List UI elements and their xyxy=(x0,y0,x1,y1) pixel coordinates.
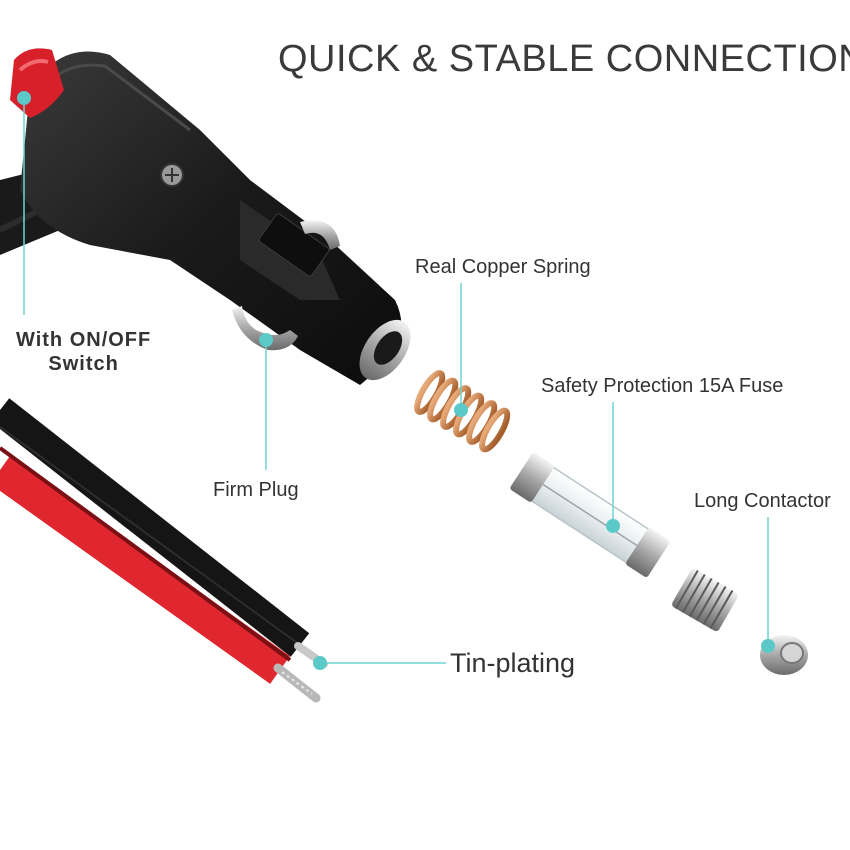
switch-label: With ON/OFF Switch xyxy=(16,328,151,376)
callout-lines xyxy=(23,98,769,664)
switch-label-line2: Switch xyxy=(48,353,119,375)
firm-plug-label: Firm Plug xyxy=(213,479,299,501)
tin-plating-label: Tin-plating xyxy=(450,648,576,678)
threaded-nut xyxy=(672,568,738,632)
lighter-plug xyxy=(20,51,411,386)
callout-dots xyxy=(17,91,775,670)
page-title: QUICK & STABLE CONNECTION xyxy=(278,38,850,80)
long-contactor-label: Long Contactor xyxy=(694,490,831,512)
power-wires xyxy=(0,398,328,703)
fuse-label: Safety Protection 15A Fuse xyxy=(541,375,784,397)
copper-spring-label: Real Copper Spring xyxy=(415,256,591,278)
glass-fuse xyxy=(510,453,670,577)
switch-label-line1: With ON/OFF xyxy=(16,329,152,351)
